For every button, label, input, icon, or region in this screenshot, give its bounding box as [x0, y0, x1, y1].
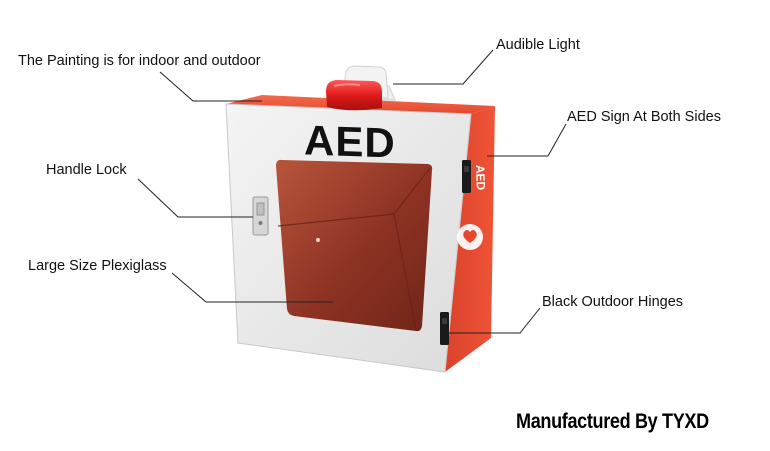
- leader-plexiglass: [171, 272, 333, 303]
- svg-text:AED: AED: [473, 165, 488, 191]
- callout-aed-sign: AED Sign At Both Sides: [567, 109, 721, 125]
- leader-painting: [159, 71, 262, 102]
- front-aed-label: AED: [304, 116, 396, 167]
- window-interior-lines: [277, 167, 431, 331]
- callout-hinges: Black Outdoor Hinges: [542, 294, 684, 310]
- leader-audible-light: [393, 49, 494, 85]
- callout-handle-lock: Handle Lock: [46, 162, 127, 178]
- callout-audible-light: Audible Light: [496, 37, 580, 53]
- leader-aed-sign: [487, 123, 567, 157]
- leader-handle-lock: [137, 178, 253, 218]
- callout-plexiglass: Large Size Plexiglass: [28, 258, 167, 274]
- hinge-top: [462, 160, 471, 193]
- audible-light-graphic: [326, 65, 396, 111]
- callout-painting: The Painting is for indoor and outdoor: [18, 53, 261, 69]
- manufacturer-footer: Manufactured By TYXD: [516, 410, 709, 433]
- side-aed-sign: AED: [457, 165, 488, 250]
- leader-lines: [137, 49, 567, 334]
- plexiglass-window: [276, 159, 433, 332]
- handle-lock-graphic: [252, 196, 269, 236]
- window-reflection: [316, 238, 320, 242]
- leader-hinges: [447, 307, 541, 334]
- hinge-bottom: [440, 312, 449, 345]
